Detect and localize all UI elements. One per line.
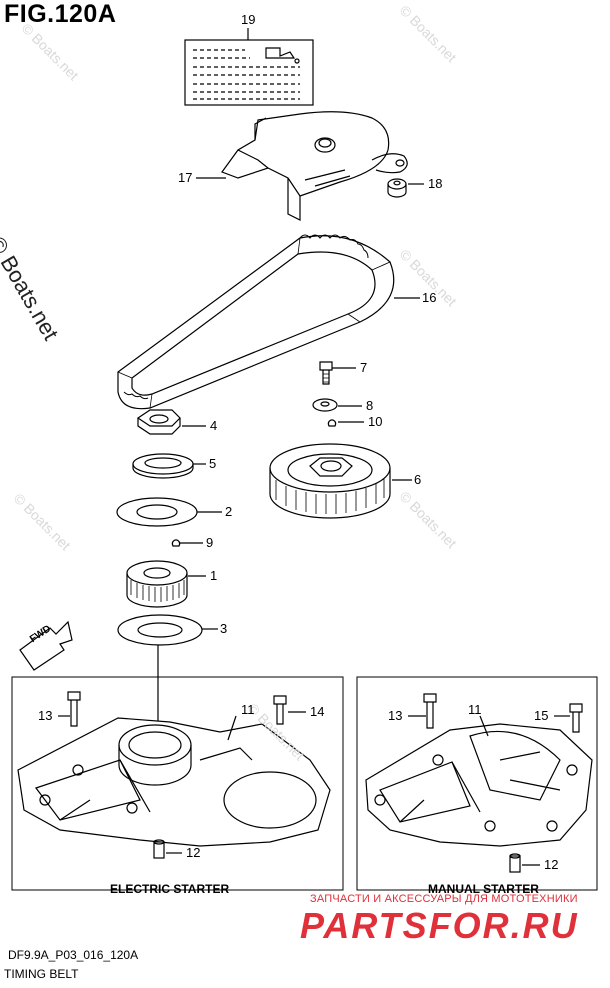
shop-tagline: ЗАПЧАСТИ И АКСЕССУАРЫ ДЛЯ МОТОТЕХНИКИ [310,893,578,905]
plate-2 [116,497,198,527]
diagram-name: TIMING BELT [4,967,79,981]
callout-19: 19 [241,12,256,27]
label-card-19 [184,39,314,106]
callout-11-electric: 11 [241,702,255,717]
callout-18: 18 [428,176,443,191]
callout-2: 2 [225,504,233,519]
pin-12-electric [153,839,165,859]
callout-14: 14 [310,704,325,719]
callout-12-manual: 12 [544,857,559,872]
callout-4: 4 [210,418,218,433]
housing-11-manual [365,723,593,847]
callout-15: 15 [534,708,549,723]
grommet-18 [387,178,407,198]
timing-belt-16 [117,234,395,410]
callout-3: 3 [220,621,228,636]
washer-5 [132,453,194,479]
diagram-code: DF9.9A_P03_016_120A [8,948,139,962]
bolt-7 [319,361,333,385]
washer-8 [312,398,338,412]
plate-3 [117,614,203,646]
pulley-1 [126,560,188,608]
nut-4 [136,409,181,435]
housing-11-electric [17,717,331,847]
bolt-13-electric [67,691,81,727]
callout-10: 10 [368,414,383,429]
callout-16: 16 [422,290,437,305]
callout-13-manual: 13 [388,708,403,723]
shop-logo: PARTSFOR.RU [300,905,579,946]
callout-1: 1 [210,568,218,583]
bolt-14 [273,695,287,725]
callout-12-electric: 12 [186,845,201,860]
belt-cover-17 [221,111,408,221]
callout-9: 9 [206,535,214,550]
callout-8: 8 [366,398,374,413]
callout-6: 6 [414,472,422,487]
figure-title: FIG.120A [4,0,117,28]
section-electric-starter: ELECTRIC STARTER [110,882,230,896]
callout-5: 5 [209,456,217,471]
pin-12-manual [509,853,521,873]
callout-17: 17 [178,170,193,185]
callout-7: 7 [360,360,368,375]
callout-11-manual: 11 [468,702,482,717]
key-9 [171,539,181,547]
bolt-15 [569,703,583,733]
callout-13-electric: 13 [38,708,53,723]
fwd-arrow [19,620,73,671]
bolt-13-manual [423,693,437,729]
key-10 [327,419,337,427]
section-manual-starter: MANUAL STARTER [428,882,539,896]
pulley-6 [269,443,391,519]
